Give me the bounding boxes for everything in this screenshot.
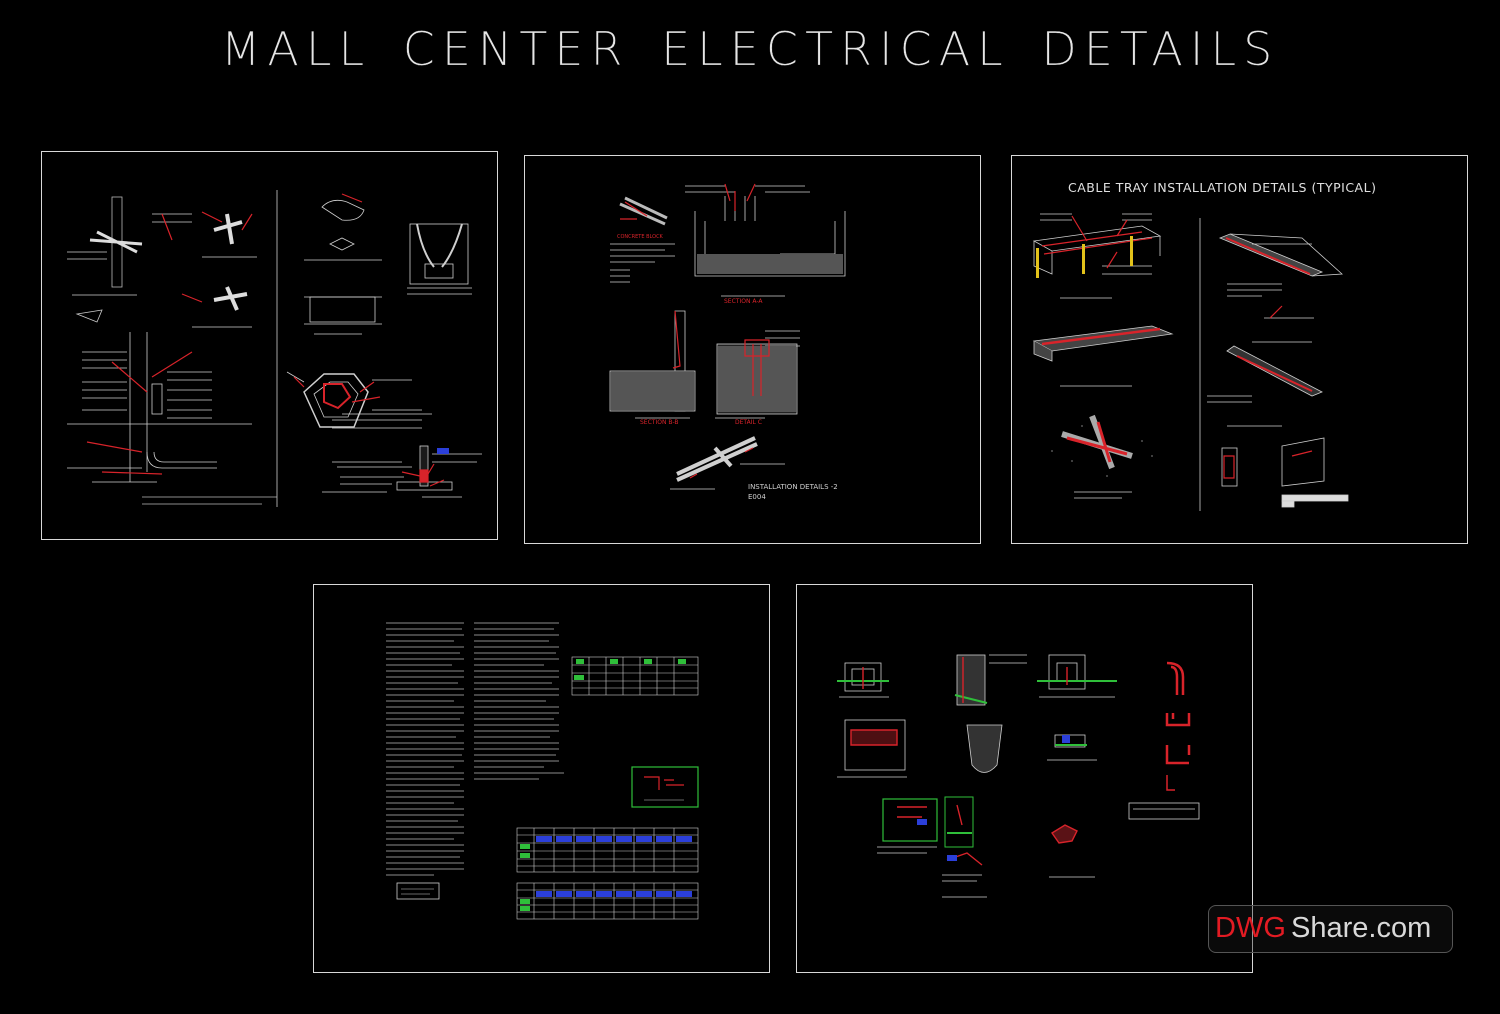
sheet-label: INSTALLATION DETAILS -2 xyxy=(748,483,838,491)
notes-and-schedules-drawing xyxy=(386,622,699,920)
sheet-earthing-details[interactable] xyxy=(41,151,498,540)
installation-details-drawing: SECTION A-A SECTION B-B DETAIL C CONCRET… xyxy=(609,183,846,490)
cable-tray-title: CABLE TRAY INSTALLATION DETAILS (TYPICAL… xyxy=(1068,180,1377,195)
sheet-notes-schedules[interactable] xyxy=(313,584,770,973)
earthing-details-drawing xyxy=(67,190,482,507)
svg-text:SECTION A-A: SECTION A-A xyxy=(724,298,763,305)
cable-tray-drawing xyxy=(1032,213,1349,511)
drawing-title: MALL CENTER ELECTRICAL DETAILS xyxy=(220,22,1280,76)
svg-text:DETAIL C: DETAIL C xyxy=(735,419,762,426)
sheet-earth-pit-details[interactable] xyxy=(796,584,1253,973)
earth-pit-drawing xyxy=(837,654,1200,898)
watermark-part-share: Share.com xyxy=(1291,912,1432,944)
watermark-part-dwg: DWG xyxy=(1215,912,1286,944)
watermark-logo: DWG Share.com xyxy=(1208,905,1453,953)
svg-text:CONCRETE BLOCK: CONCRETE BLOCK xyxy=(617,234,664,240)
sheet-cable-tray-details[interactable]: CABLE TRAY INSTALLATION DETAILS (TYPICAL… xyxy=(1011,155,1468,544)
sheet-number: E004 xyxy=(748,493,766,501)
svg-text:SECTION B-B: SECTION B-B xyxy=(640,419,679,426)
sheet-installation-details-2[interactable]: SECTION A-A SECTION B-B DETAIL C CONCRET… xyxy=(524,155,981,544)
